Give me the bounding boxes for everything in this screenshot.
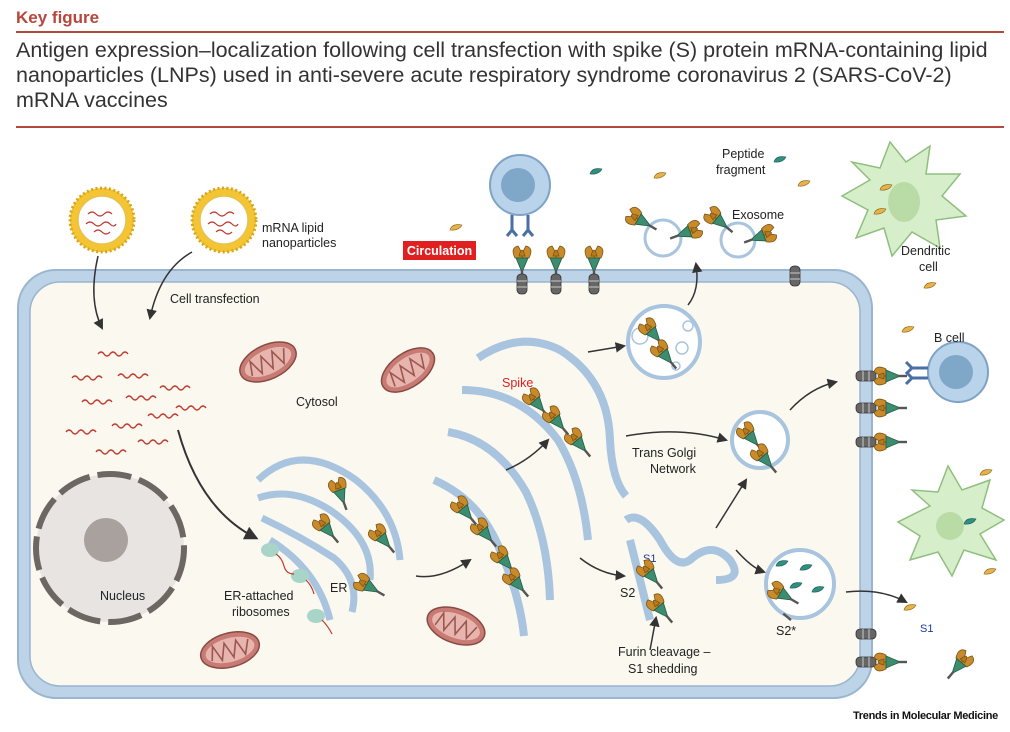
ribosomes-label-1: ER-attached	[224, 589, 294, 603]
s2-label: S2	[620, 586, 635, 600]
to-s1-vesicle-arrow	[735, 549, 766, 575]
peptide-label-2: fragment	[716, 163, 766, 177]
spike-label: Spike	[502, 376, 533, 390]
mrna-lnp-label-1: mRNA lipid	[262, 221, 324, 235]
cell-transfection-label: Cell transfection	[170, 292, 260, 306]
header-rule-bottom	[16, 126, 1004, 128]
dendritic-label-1: Dendritic	[901, 244, 950, 258]
key-figure-diagram: mRNA lipid nanoparticles Cell transfecti…	[17, 140, 1006, 699]
mrna-lnp-label-2: nanoparticles	[262, 236, 336, 250]
lnp-entry-arrow-1	[93, 255, 103, 330]
furin-pointer-arrow	[649, 615, 660, 651]
er-label: ER	[330, 581, 347, 595]
to-tgn-vesicle-arrow	[625, 431, 729, 443]
to-surface-arrow-1	[789, 378, 839, 411]
lnp-entry-arrow-2	[146, 251, 193, 321]
dendritic-cell-bottom	[896, 464, 1006, 578]
nucleus	[33, 471, 187, 625]
mrna-to-er-arrow	[177, 429, 259, 540]
endoplasmic-reticulum	[255, 456, 404, 621]
t-cell	[489, 154, 551, 237]
furin-label-2: S1 shedding	[628, 662, 698, 676]
multivesicular-body	[626, 304, 702, 380]
to-furin-arrow	[579, 557, 627, 581]
s2-star-label: S2*	[776, 624, 796, 638]
golgi-inner-arrow	[505, 438, 550, 471]
header-rule-top	[16, 31, 1004, 33]
furin-golgi-segment	[623, 513, 739, 621]
furin-label-1: Furin cleavage –	[618, 645, 710, 659]
exosome-release-arrow	[687, 261, 703, 306]
dendritic-label-2: cell	[919, 260, 938, 274]
s1-release-arrow	[845, 590, 908, 603]
to-mvb-arrow	[587, 342, 627, 353]
ribosomes-label-2: ribosomes	[232, 605, 290, 619]
figure-title: Antigen expression–localization followin…	[16, 38, 988, 112]
exosome-label: Exosome	[732, 208, 784, 222]
tgn-label-2: Network	[650, 462, 697, 476]
key-figure-label: Key figure	[16, 8, 100, 27]
journal-credit: Trends in Molecular Medicine	[852, 710, 998, 722]
exosomes	[622, 203, 779, 259]
b-cell	[904, 341, 989, 403]
lipid-nanoparticle-2	[190, 186, 258, 254]
dendritic-cell-top	[840, 140, 968, 258]
tgn-label-1: Trans Golgi	[632, 446, 696, 460]
peptide-label-1: Peptide	[722, 147, 764, 161]
circulation-badge	[403, 241, 476, 260]
to-tgn-vesicle-arrow-2	[715, 478, 748, 529]
er-to-golgi-arrow	[415, 558, 472, 578]
lipid-nanoparticle-1	[68, 186, 136, 254]
er-attached-ribosomes	[261, 543, 333, 635]
s1-shedding-vesicle	[764, 548, 836, 621]
circulation-label: Circulation	[407, 244, 472, 258]
s1-free-label: S1	[920, 623, 933, 635]
b-cell-label: B cell	[934, 331, 965, 345]
tgn-vesicle	[730, 410, 790, 479]
nucleus-label: Nucleus	[100, 589, 145, 603]
cytosol-label: Cytosol	[296, 395, 338, 409]
